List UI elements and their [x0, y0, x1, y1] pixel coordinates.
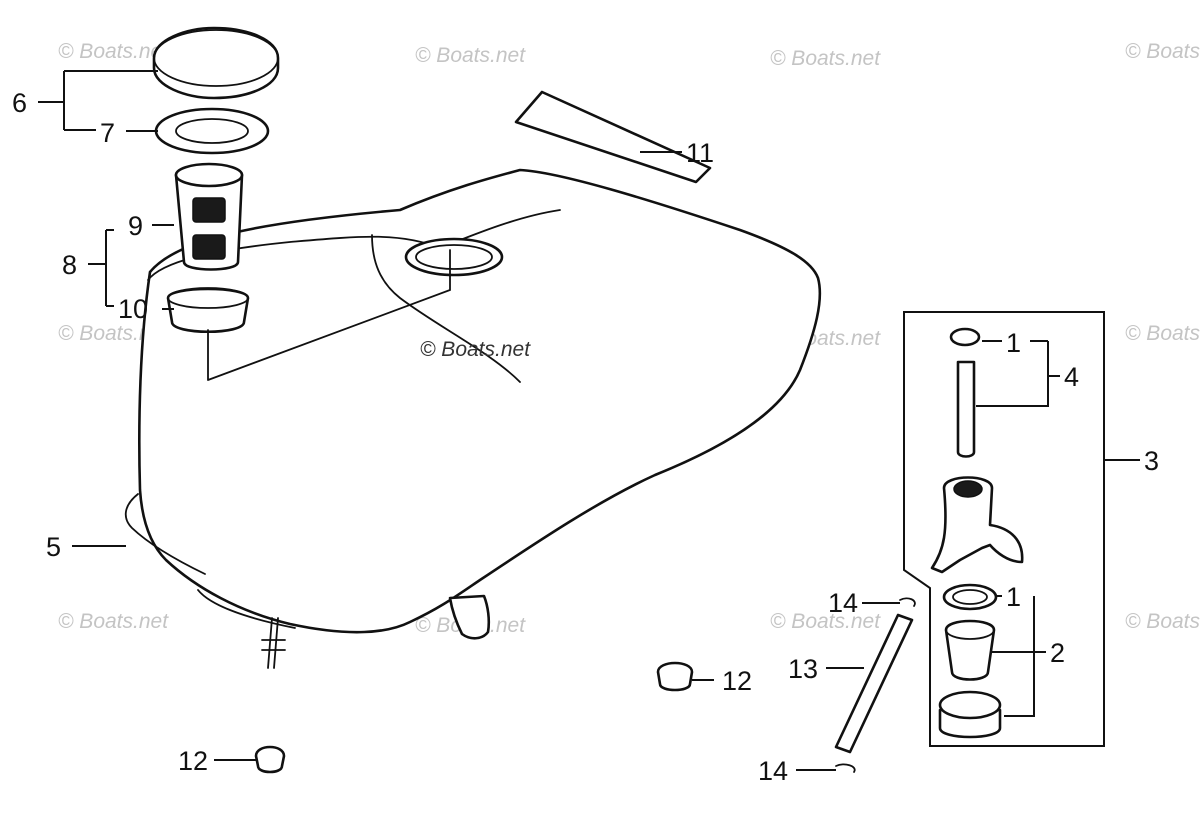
- fuel-cock-assembly: [903, 311, 1105, 747]
- watermark: © Boats.net: [1125, 610, 1200, 633]
- watermark: © Boats.net: [58, 610, 169, 633]
- fuel-strainer: [174, 162, 244, 271]
- callout-5: 5: [46, 532, 61, 562]
- watermark: © Boats.net: [1125, 322, 1200, 345]
- callout-14: 14: [758, 756, 788, 786]
- callout-12: 12: [178, 746, 208, 776]
- callout-2: 2: [1050, 638, 1065, 668]
- callout-8: 8: [62, 250, 77, 280]
- callouts: 6 7 9 8 10 11 5 12 12 13 14 14 1 4 3 1 2: [12, 88, 1159, 786]
- callout-1: 1: [1006, 582, 1021, 612]
- decal-label: [514, 90, 712, 184]
- fuel-tube: [834, 597, 916, 773]
- callout-1: 1: [1006, 328, 1021, 358]
- leader-lines: [38, 70, 1140, 771]
- watermark: © Boats.net: [770, 610, 881, 633]
- watermark: © Boats.net: [415, 44, 526, 67]
- watermark: © Boats.net: [1125, 40, 1200, 63]
- fuel-cap: [152, 26, 280, 100]
- callout-7: 7: [100, 118, 115, 148]
- callout-14: 14: [828, 588, 858, 618]
- drain-bolt: [254, 745, 286, 774]
- callout-13: 13: [788, 654, 818, 684]
- watermark: © Boats.net: [770, 47, 881, 70]
- callout-3: 3: [1144, 446, 1159, 476]
- callout-6: 6: [12, 88, 27, 118]
- callout-10: 10: [118, 294, 148, 324]
- callout-12: 12: [722, 666, 752, 696]
- rubber-plug: [656, 661, 694, 692]
- watermark: © Boats.net: [420, 338, 531, 361]
- watermark: © Boats.net: [58, 40, 169, 63]
- callout-9: 9: [128, 211, 143, 241]
- callout-11: 11: [686, 138, 714, 168]
- callout-4: 4: [1064, 362, 1079, 392]
- strainer-holder: [166, 287, 250, 334]
- cap-gasket: [154, 107, 270, 155]
